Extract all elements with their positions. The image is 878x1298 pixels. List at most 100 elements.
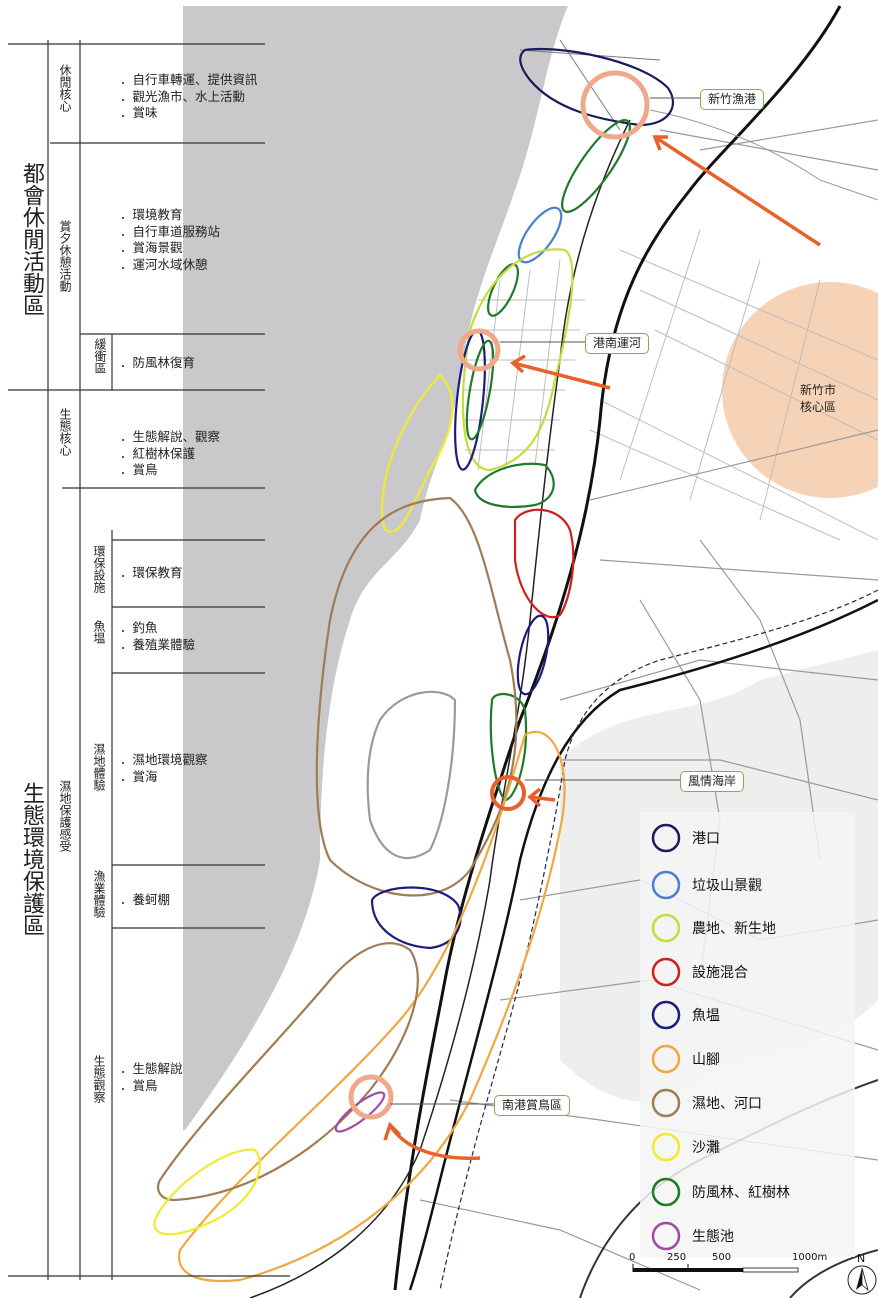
legend-label-wetland: 濕地、河口 xyxy=(692,1096,762,1112)
activity-list-eco-core: ．生態解說、觀察 ．紅樹林保護 ．賞鳥 xyxy=(120,429,220,479)
zone-eco-label: 生態環境保護區 xyxy=(19,782,44,936)
activity-item: ．養蚵棚 xyxy=(120,892,171,907)
harbor-coast xyxy=(649,109,878,201)
city-core-line1: 新竹市 xyxy=(800,383,837,397)
coastal-road xyxy=(249,119,631,1298)
activity-item: ．環保教育 xyxy=(120,565,183,580)
scale-label-500: 500 xyxy=(712,1252,732,1263)
activity-item: ．運河水域休憩 xyxy=(120,256,208,272)
activity-item: ．賞海 xyxy=(120,768,158,784)
zone-beach xyxy=(381,373,454,533)
activity-item: ．釣魚 xyxy=(120,620,158,635)
arrows xyxy=(383,135,821,1160)
scale-value: 1000 xyxy=(792,1252,818,1263)
railway xyxy=(393,5,842,1291)
activity-item: ．賞鳥 xyxy=(120,1077,158,1093)
city-grid xyxy=(589,229,878,541)
legend-swatch xyxy=(651,1177,681,1207)
legend-swatch xyxy=(651,1044,681,1074)
legend-swatch xyxy=(651,1000,681,1030)
north-arrow-icon xyxy=(847,1265,877,1295)
zone-hill xyxy=(178,730,566,1283)
activity-item: ．自行車轉運、提供資訊 xyxy=(120,72,258,87)
callout-fishing-port: 新竹漁港 xyxy=(700,89,765,110)
activity-item: ．防風林復育 xyxy=(120,355,196,370)
table-lines xyxy=(8,40,290,1280)
activity-item: ．濕地環境觀察 xyxy=(120,752,208,767)
legend-label-farmland: 農地、新生地 xyxy=(692,921,776,937)
activity-item: ．賞味 xyxy=(120,105,158,120)
leader-lines xyxy=(390,97,700,1105)
callout-coast: 風情海岸 xyxy=(680,771,745,792)
zone-facility xyxy=(513,508,575,619)
sea xyxy=(183,6,568,1130)
activity-item: ．觀光漁市、水上活動 xyxy=(120,88,246,104)
highlight-bird xyxy=(348,1074,394,1120)
zone-outlines xyxy=(153,47,674,1283)
activity-item: ．賞海景觀 xyxy=(120,240,183,255)
scale-unit: m xyxy=(817,1252,828,1263)
zone-windbreak xyxy=(473,462,555,508)
legend-label-hill: 山腳 xyxy=(692,1052,720,1068)
activity-list-fish-pond: ．釣魚 ．養殖業體驗 xyxy=(120,620,195,653)
activity-list-sunset: ．環境教育 ．自行車道服務站 ．賞海景觀 ．運河水域休憩 xyxy=(120,207,220,273)
activity-list-buffer: ．防風林復育 xyxy=(120,355,195,372)
scale-label-0: 0 xyxy=(629,1252,636,1263)
legend-swatch xyxy=(651,913,681,943)
city-core-line2: 核心區 xyxy=(800,400,837,414)
legend-swatch xyxy=(651,823,681,853)
zone-windbreak xyxy=(489,692,527,802)
zone-farmland xyxy=(461,248,574,472)
legend-label-fish-pond: 魚塭 xyxy=(692,1008,720,1024)
activity-item: ．紅樹林保護 xyxy=(120,445,196,461)
zone-windbreak xyxy=(465,339,495,441)
legend-swatch xyxy=(651,870,681,900)
zone-wetland-inner xyxy=(366,690,457,860)
subzone-leisure-core: 休閒核心 xyxy=(58,64,72,112)
zone-fish-pond xyxy=(370,886,462,950)
legend-label-beach: 沙灘 xyxy=(692,1140,720,1156)
activity-list-wetland-exp: ．濕地環境觀察 ．賞海 xyxy=(120,752,208,785)
activity-list-fishery-exp: ．養蚵棚 xyxy=(120,892,170,909)
subzone-wetland-exp: 濕地體驗 xyxy=(92,743,106,791)
zone-windbreak xyxy=(561,119,631,213)
scale-bar xyxy=(632,1264,799,1273)
scale-label-1000: 1000m xyxy=(792,1252,827,1263)
north-label: N xyxy=(857,1252,866,1265)
legend-swatch xyxy=(651,1132,681,1162)
legend-label-garbage-hill: 垃圾山景觀 xyxy=(692,878,762,894)
legend-swatch xyxy=(651,1221,681,1251)
zone-garbage-hill xyxy=(517,206,563,264)
activity-list-eco-watch: ．生態解說 ．賞鳥 xyxy=(120,1061,183,1094)
activity-item: ．環境教育 xyxy=(120,207,183,222)
highlight-coast xyxy=(490,775,526,811)
legend-label-windbreak: 防風林、紅樹林 xyxy=(692,1185,790,1201)
subzone-eco-watch: 生態觀察 xyxy=(92,1055,106,1103)
highlight-port xyxy=(580,70,650,140)
activity-item: ．自行車道服務站 xyxy=(120,223,221,239)
activity-item: ．生態解說、觀察 xyxy=(120,429,221,444)
zone-wetland xyxy=(157,942,419,1202)
subzone-fish-pond: 魚塭 xyxy=(92,620,106,644)
legend-label-facility: 設施混合 xyxy=(692,965,748,981)
callout-canal: 港南運河 xyxy=(585,333,650,354)
subzone-eco-core: 生態核心 xyxy=(58,408,72,456)
legend-swatch xyxy=(651,957,681,987)
hill-road xyxy=(789,1249,878,1298)
subzone-buffer: 緩衝區 xyxy=(93,338,107,374)
subzone-sunset: 賞夕休憩活動 xyxy=(58,220,72,292)
legend-swatch xyxy=(651,1088,681,1118)
activity-item: ．賞鳥 xyxy=(120,462,158,477)
legend-circles xyxy=(651,823,681,1251)
highlight-canal xyxy=(457,328,501,372)
activity-item: ．養殖業體驗 xyxy=(120,636,196,652)
zone-wetland xyxy=(315,496,518,897)
zone-fish-pond xyxy=(516,614,550,696)
scale-label-250: 250 xyxy=(667,1252,687,1263)
subzone-fishery-exp: 漁業體驗 xyxy=(92,870,106,918)
legend-label-eco-pond: 生態池 xyxy=(692,1229,734,1245)
city-core-area xyxy=(722,282,878,498)
city-core-label: 新竹市 核心區 xyxy=(800,382,836,416)
activity-list-env-facility: ．環保教育 xyxy=(120,565,183,582)
